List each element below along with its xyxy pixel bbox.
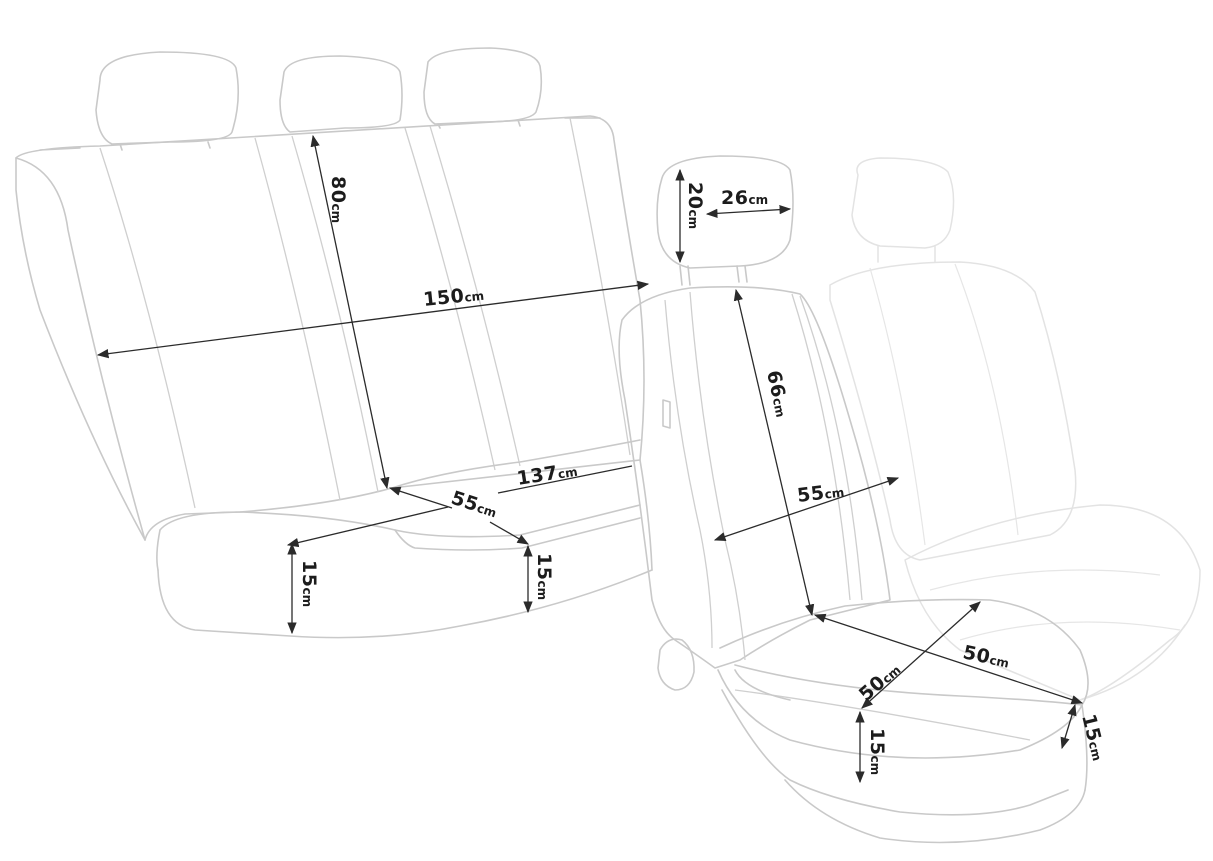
label-rear-seat-width: 137cm: [515, 459, 578, 490]
dim-line-55-rear-a: [388, 486, 453, 509]
dim-line-55-rear-b: [489, 521, 530, 545]
dimension-labels: 80cm 150cm 137cm 55cm 15cm 15cm 20cm 26c…: [298, 176, 1110, 775]
dim-line-50-width: [813, 613, 1084, 705]
rear-backrest: [15, 115, 645, 541]
front-seat: [618, 155, 1089, 844]
rear-headrest-right: [423, 47, 543, 125]
label-front-cushion-thickness-right: 15cm: [1077, 712, 1110, 763]
label-front-cushion-thickness-left: 15cm: [866, 728, 888, 775]
label-headrest-width: 26cm: [721, 187, 768, 209]
rear-seat-cushion: [159, 504, 641, 538]
front-headrest: [656, 155, 794, 269]
label-rear-cushion-thickness-left: 15cm: [298, 560, 320, 607]
dim-line-137: [497, 465, 633, 494]
rear-headrest-center: [279, 55, 403, 133]
dimension-lines: [96, 134, 1084, 784]
label-rear-cushion-thickness-right: 15cm: [533, 553, 555, 600]
label-front-backrest-height: 66cm: [762, 368, 793, 419]
dim-line-55-rear-c: [286, 506, 449, 548]
label-front-seat-depth: 50cm: [855, 658, 905, 705]
label-rear-backrest-height: 80cm: [327, 176, 349, 223]
dim-line-15-front-right: [1060, 703, 1077, 750]
label-front-backrest-width: 55cm: [796, 479, 845, 507]
background-front-seat: [829, 157, 1201, 701]
dim-line-66: [733, 288, 815, 617]
dim-line-55-front: [713, 476, 900, 542]
front-backrest: [618, 286, 891, 669]
label-headrest-height: 20cm: [684, 182, 706, 229]
dim-line-150: [96, 280, 650, 359]
label-front-seat-width: 50cm: [961, 641, 1012, 672]
dim-line-26: [705, 204, 792, 219]
label-rear-backrest-width: 150cm: [422, 283, 485, 311]
dim-line-80: [310, 134, 390, 490]
rear-bench-seat: [15, 47, 653, 639]
label-rear-seat-depth: 55cm: [448, 487, 500, 522]
rear-headrest-left: [95, 51, 240, 145]
front-seat-cushion: [719, 598, 1089, 706]
